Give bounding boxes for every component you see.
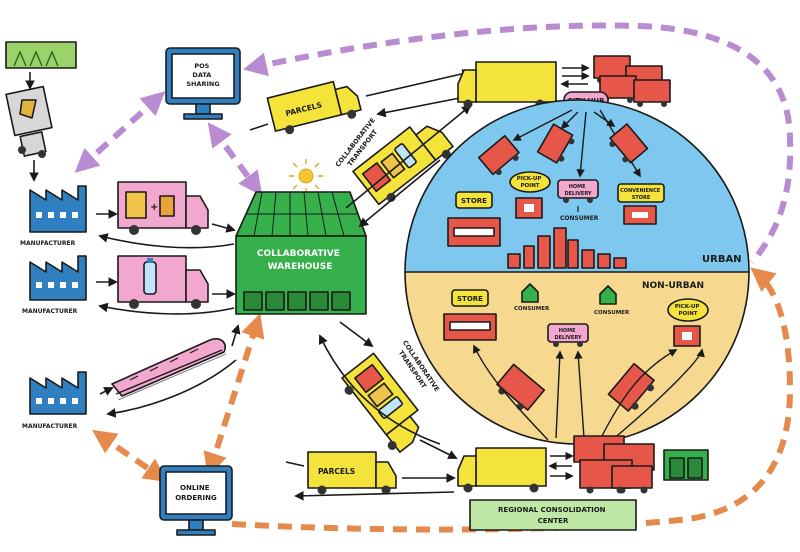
truck-icon — [341, 352, 420, 453]
train-icon — [111, 338, 227, 401]
farm-field — [5, 41, 77, 69]
pickup-point-label: PICK-UP POINT — [517, 176, 544, 189]
pos-data-sharing-label: POS DATA SHARING — [186, 62, 219, 88]
bottle-icon — [143, 258, 157, 295]
city-fleet — [593, 55, 671, 107]
factory-icon — [29, 185, 87, 233]
consumer-label: CONSUMER — [560, 215, 599, 222]
parcels-label: PARCELS — [318, 467, 355, 476]
purple-flow-loop — [74, 22, 794, 264]
truck-icon — [536, 123, 575, 164]
home-delivery-nonurban — [547, 323, 589, 347]
pickup-point-urban — [509, 171, 551, 219]
home-delivery-label: HOME DELIVERY — [564, 184, 591, 197]
store-label: STORE — [457, 295, 483, 303]
transfer-arrows — [560, 63, 590, 89]
transfer-arrows — [548, 451, 574, 481]
warehouse-label: COLLABORATIVE WAREHOUSE — [257, 249, 343, 272]
city-skyline — [507, 227, 627, 269]
house-icon — [599, 285, 617, 305]
urban-label: URBAN — [702, 254, 742, 265]
manufacturer-label: MANUFACTURER — [22, 308, 78, 315]
online-ordering-label: ONLINE ORDERING — [175, 484, 217, 502]
consumer-label: CONSUMER — [594, 310, 630, 316]
store-urban — [447, 191, 501, 247]
truck-icon — [457, 61, 557, 109]
orange-flow-loop — [92, 267, 794, 533]
monitor-icon — [165, 47, 241, 120]
regional-fleet — [573, 435, 655, 494]
distribution-arrows — [512, 109, 641, 178]
house-icon — [521, 283, 539, 303]
home-delivery-urban — [557, 179, 599, 203]
truck-icon — [609, 123, 649, 164]
home-delivery-label: HOME DELIVERY — [554, 328, 581, 341]
regional-warehouse — [663, 449, 709, 481]
truck-icon — [611, 465, 653, 494]
collaborative-warehouse — [235, 235, 367, 315]
pickup-point-label: PICK-UP POINT — [675, 304, 702, 317]
truck-icon: + — [117, 181, 209, 235]
sun-icon — [289, 159, 323, 193]
truck-icon — [633, 79, 671, 107]
convenience-store — [617, 183, 665, 225]
monitor-icon — [159, 465, 233, 536]
manufacturer-label: MANUFACTURER — [22, 423, 78, 430]
store-nonurban — [443, 289, 497, 341]
distribution-arrows — [473, 344, 705, 441]
factory-icon — [29, 255, 87, 301]
truck-icon — [477, 134, 520, 176]
truck-icon — [457, 447, 547, 493]
factory-icon — [29, 371, 87, 415]
solar-roof-icon — [235, 191, 367, 237]
truck-icon — [307, 451, 397, 495]
store-label: STORE — [461, 197, 487, 205]
truck-icon — [117, 255, 209, 309]
non-urban-label: NON-URBAN — [642, 281, 704, 291]
regional-center-label: REGIONAL CONSOLIDATION CENTER — [498, 506, 608, 525]
truck-icon — [266, 80, 362, 135]
svg-text:+: + — [150, 202, 158, 213]
harvest-truck — [5, 85, 53, 158]
consumer-label: CONSUMER — [514, 306, 550, 312]
manufacturer-label: MANUFACTURER — [20, 240, 76, 247]
convenience-store-label: CONVENIENCE STORE — [620, 188, 662, 201]
pickup-point-nonurban — [667, 298, 709, 347]
regional-center-sign — [469, 499, 637, 531]
